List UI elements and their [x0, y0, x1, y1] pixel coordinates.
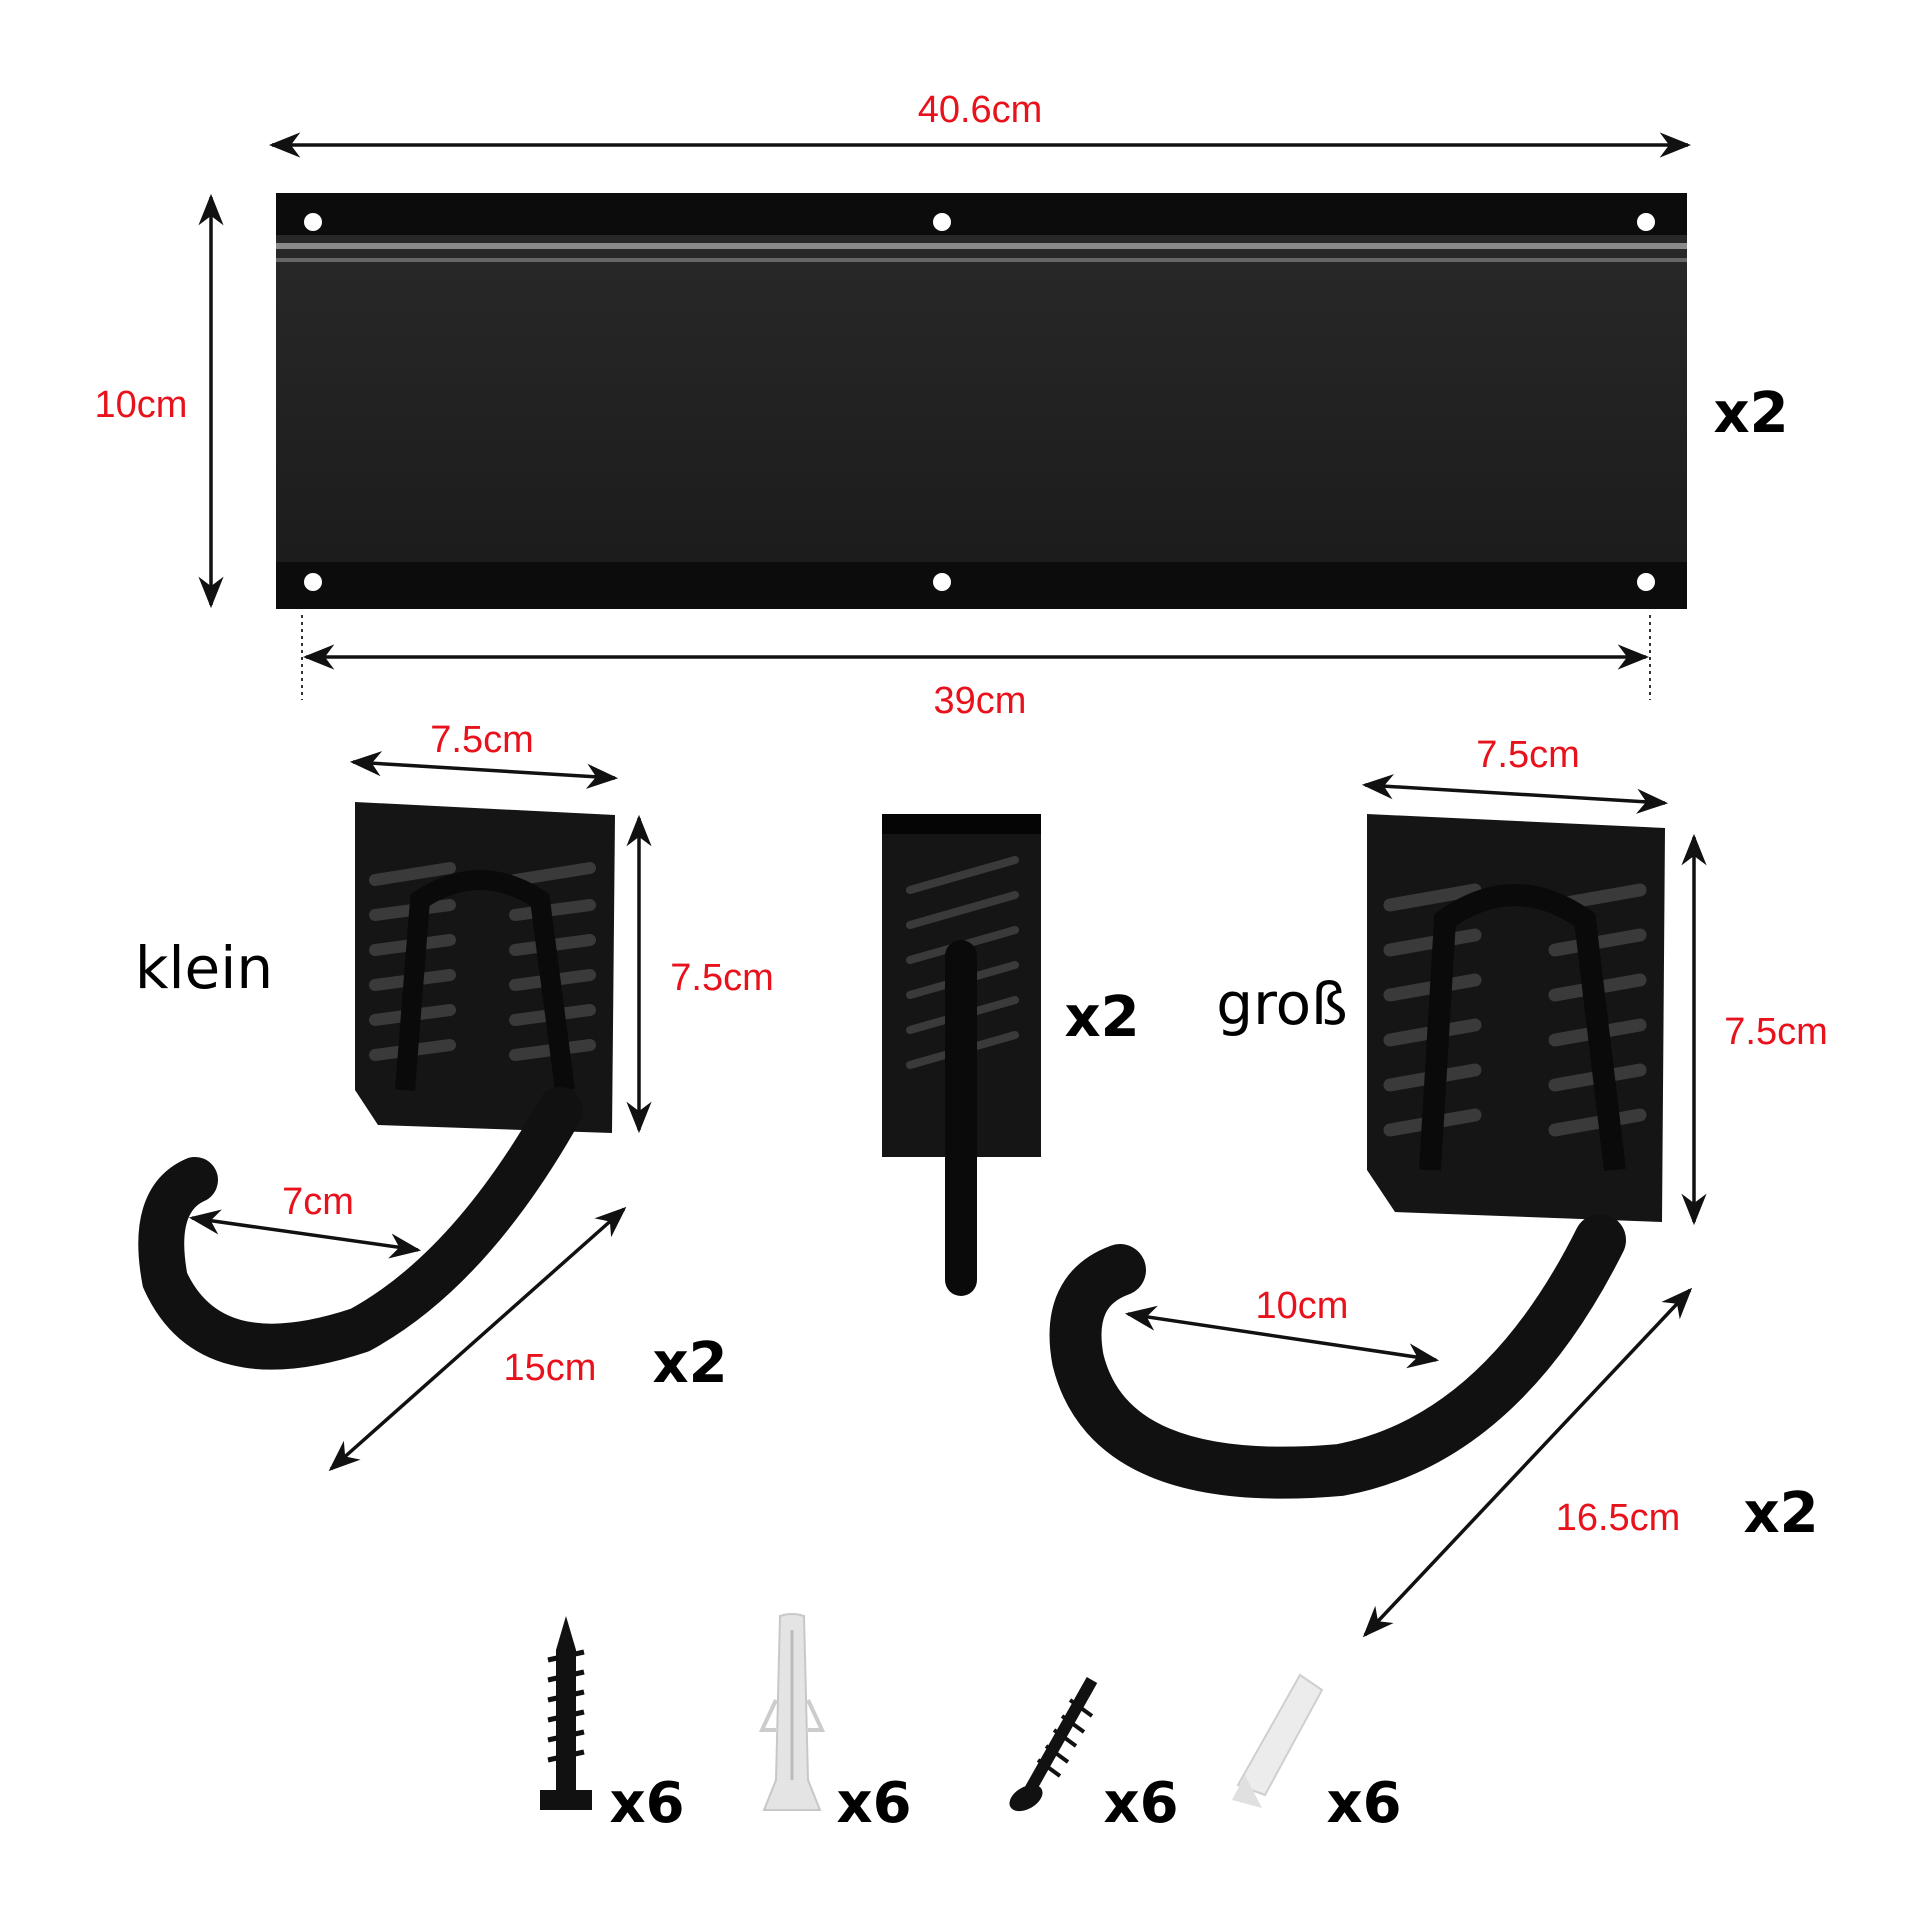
small-hook-quantity: x2 [652, 1331, 727, 1396]
large-length-label: 16.5cm [1556, 1497, 1681, 1539]
small-hook-plate [355, 802, 615, 1133]
small-anchor-quantity: x6 [1326, 1771, 1401, 1836]
vertical-hook: x2 [882, 814, 1140, 1296]
mounting-holes [304, 213, 1655, 591]
hole-spacing-label: 39cm [934, 680, 1027, 722]
hardware: x6 x6 x6 x6 [540, 1613, 1402, 1836]
wall-rail: 40.6cm 10cm x2 39cm [95, 89, 1789, 722]
rail-quantity: x2 [1713, 381, 1788, 446]
small-screw-quantity: x6 [1103, 1771, 1178, 1836]
small-length-label: 15cm [504, 1347, 597, 1389]
vertical-hook-pin [945, 940, 977, 1296]
small-anchor-icon [1232, 1673, 1324, 1808]
rail-height-label: 10cm [95, 384, 188, 426]
small-hook-name: klein [135, 934, 273, 1002]
rail-body [276, 193, 1687, 609]
small-screw-icon [1009, 1677, 1098, 1812]
screw-quantity: x6 [609, 1771, 684, 1836]
large-plate-width-label: 7.5cm [1476, 734, 1579, 776]
screw-icon [540, 1616, 592, 1810]
large-hook-arm [1049, 1214, 1626, 1499]
small-hook-arm [138, 1087, 583, 1370]
large-hook: 7.5cm 7.5cm groß 10cm 16.5cm x2 [1049, 734, 1828, 1638]
small-plate-height-label: 7.5cm [670, 957, 773, 999]
large-plate-height-label: 7.5cm [1724, 1011, 1827, 1053]
vertical-hook-quantity: x2 [1064, 985, 1139, 1050]
large-hook-name: groß [1216, 970, 1347, 1038]
small-hook: 7.5cm 7.5cm klein 7cm 15cm x2 [135, 719, 774, 1472]
large-opening-label: 10cm [1256, 1285, 1349, 1327]
wall-anchor-icon [758, 1613, 826, 1811]
small-plate-width-label: 7.5cm [430, 719, 533, 761]
small-opening-label: 7cm [282, 1181, 354, 1223]
anchor-quantity: x6 [836, 1771, 911, 1836]
rail-width-label: 40.6cm [918, 89, 1043, 131]
large-hook-quantity: x2 [1743, 1481, 1818, 1546]
